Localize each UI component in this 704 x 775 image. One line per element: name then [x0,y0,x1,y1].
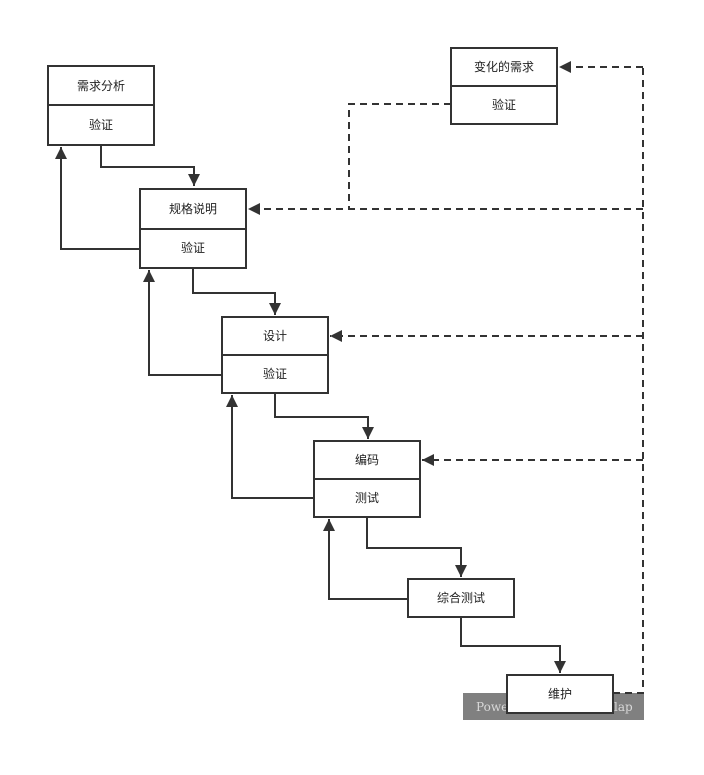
maintenance-box: 维护 [506,674,614,714]
changing-requirements-label: 变化的需求 [474,59,534,74]
watermark-text-right: lap [614,700,633,714]
coding-label: 编码 [355,452,379,467]
arrow-spec-to-design [192,268,281,315]
dashed-changing-req-to-spec-line [348,103,451,209]
dashed-maintenance-return-line [613,67,644,694]
arrow-spec-to-requirements [55,147,140,250]
arrow-design-to-coding [274,393,374,439]
integration-testing-label: 综合测试 [437,590,485,605]
arrow-requirements-to-spec [100,145,200,186]
watermark-text-left: Powe [476,700,508,714]
change-arrows [248,61,644,694]
requirements-analysis-label: 需求分析 [77,79,125,93]
specification-box: 规格说明 验证 [139,188,247,269]
design-box: 设计 验证 [221,316,329,394]
forward-flow-arrows [100,145,566,673]
arrow-coding-to-design [226,395,314,499]
arrow-coding-to-integration [366,517,467,577]
maintenance-label: 维护 [548,687,572,701]
arrow-design-to-spec [143,270,222,376]
changing-requirements-verify-label: 验证 [492,97,516,112]
arrow-integration-to-maintenance [460,617,566,673]
specification-label: 规格说明 [169,201,217,216]
feedback-arrows [55,147,408,600]
integration-testing-box: 综合测试 [407,578,515,618]
requirements-verify-label: 验证 [89,117,113,132]
design-label: 设计 [263,329,287,343]
coding-box: 编码 测试 [313,440,421,518]
design-verify-label: 验证 [263,366,287,381]
arrow-integration-to-coding [323,519,408,600]
changing-requirements-box: 变化的需求 验证 [450,47,558,125]
coding-test-label: 测试 [355,490,379,505]
requirements-analysis-box: 需求分析 验证 [47,65,155,146]
specification-verify-label: 验证 [181,240,205,255]
